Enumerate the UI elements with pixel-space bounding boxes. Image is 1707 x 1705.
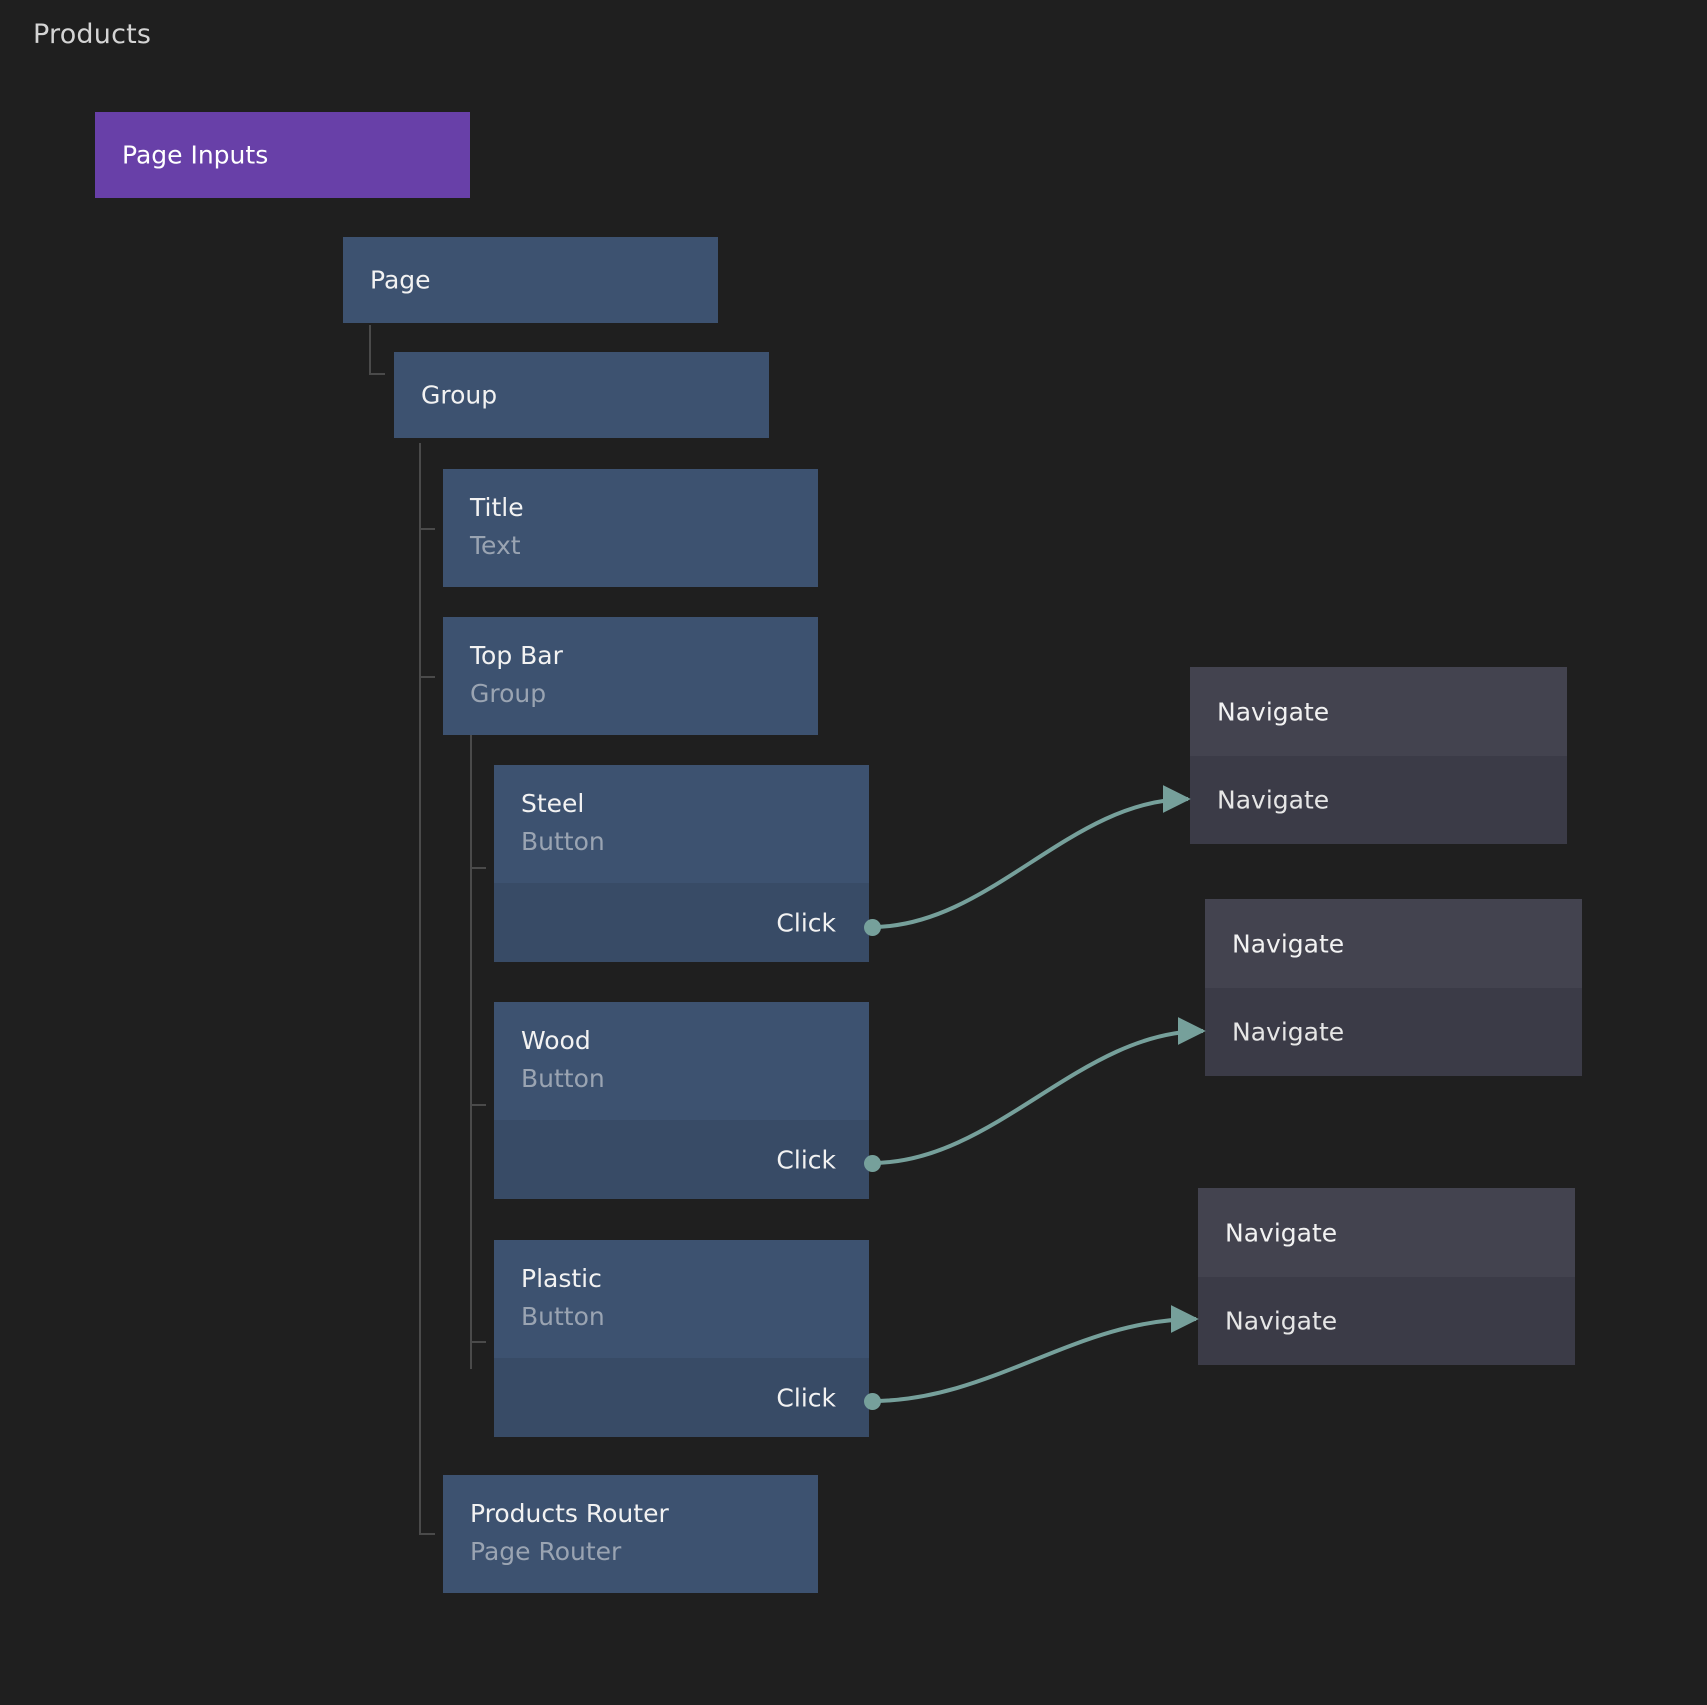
- node-steel-subtitle: Button: [521, 827, 605, 856]
- node-page-inputs[interactable]: Page Inputs: [95, 112, 470, 198]
- tree-connector-group-spine: [419, 443, 421, 1535]
- node-navigate-plastic-row-label: Navigate: [1225, 1306, 1338, 1336]
- node-navigate-wood-header-label: Navigate: [1232, 929, 1345, 958]
- tree-connector-group-router: [419, 1533, 435, 1535]
- node-plastic-event-label: Click: [776, 1383, 836, 1412]
- node-navigate-wood-row-label: Navigate: [1232, 1017, 1345, 1047]
- node-plastic-event-click[interactable]: Click: [494, 1358, 869, 1437]
- port-steel-click[interactable]: [864, 919, 881, 936]
- edge-plastic-to-navigate: [871, 1305, 1199, 1403]
- node-navigate-plastic-header-label: Navigate: [1225, 1218, 1338, 1247]
- node-page[interactable]: Page: [343, 237, 718, 323]
- node-group[interactable]: Group: [394, 352, 769, 438]
- node-navigate-wood-row[interactable]: Navigate: [1205, 988, 1582, 1076]
- edge-wood-to-navigate: [871, 1017, 1206, 1165]
- node-steel-title: Steel: [521, 789, 585, 818]
- tree-connector-topbar-spine: [470, 735, 472, 1369]
- node-plastic[interactable]: Plastic Button Click: [494, 1240, 869, 1437]
- tree-connector-page-group: [369, 325, 371, 375]
- node-steel-event-click[interactable]: Click: [494, 883, 869, 962]
- node-title[interactable]: Title Text: [443, 469, 818, 587]
- tree-connector-group-title: [419, 528, 435, 530]
- tree-connector-topbar-wood: [470, 1104, 486, 1106]
- tree-connector-topbar-steel: [470, 867, 486, 869]
- node-group-title: Group: [421, 380, 498, 410]
- node-top-bar-subtitle: Group: [470, 679, 547, 708]
- node-products-router-subtitle: Page Router: [470, 1537, 622, 1566]
- node-page-inputs-label: Page Inputs: [122, 140, 269, 170]
- port-plastic-click[interactable]: [864, 1393, 881, 1410]
- node-page-title: Page: [370, 265, 431, 295]
- node-title-subtitle: Text: [470, 531, 521, 560]
- port-wood-click[interactable]: [864, 1155, 881, 1172]
- node-title-title: Title: [470, 493, 524, 522]
- node-products-router-title: Products Router: [470, 1499, 669, 1528]
- node-steel[interactable]: Steel Button Click: [494, 765, 869, 962]
- tree-connector-page-group-stub: [369, 373, 385, 375]
- node-navigate-plastic-header: Navigate: [1198, 1188, 1575, 1277]
- node-navigate-steel-row-label: Navigate: [1217, 785, 1330, 815]
- node-wood-event-label: Click: [776, 1145, 836, 1174]
- node-navigate-wood-header: Navigate: [1205, 899, 1582, 988]
- node-navigate-steel[interactable]: Navigate Navigate: [1190, 667, 1567, 844]
- node-top-bar[interactable]: Top Bar Group: [443, 617, 818, 735]
- tree-connector-topbar-plastic: [470, 1341, 486, 1343]
- node-navigate-steel-header: Navigate: [1190, 667, 1567, 756]
- edge-steel-to-navigate: [871, 785, 1191, 929]
- node-wood[interactable]: Wood Button Click: [494, 1002, 869, 1199]
- node-navigate-plastic[interactable]: Navigate Navigate: [1198, 1188, 1575, 1365]
- node-wood-event-click[interactable]: Click: [494, 1120, 869, 1199]
- node-wood-title: Wood: [521, 1026, 591, 1055]
- node-steel-event-label: Click: [776, 908, 836, 937]
- node-plastic-title: Plastic: [521, 1264, 602, 1293]
- node-navigate-steel-row[interactable]: Navigate: [1190, 756, 1567, 844]
- tree-connector-group-topbar: [419, 676, 435, 678]
- node-top-bar-title: Top Bar: [470, 641, 563, 670]
- page-title: Products: [33, 19, 152, 50]
- node-products-router[interactable]: Products Router Page Router: [443, 1475, 818, 1593]
- node-wood-subtitle: Button: [521, 1064, 605, 1093]
- node-navigate-steel-header-label: Navigate: [1217, 697, 1330, 726]
- node-navigate-wood[interactable]: Navigate Navigate: [1205, 899, 1582, 1076]
- node-navigate-plastic-row[interactable]: Navigate: [1198, 1277, 1575, 1365]
- node-plastic-subtitle: Button: [521, 1302, 605, 1331]
